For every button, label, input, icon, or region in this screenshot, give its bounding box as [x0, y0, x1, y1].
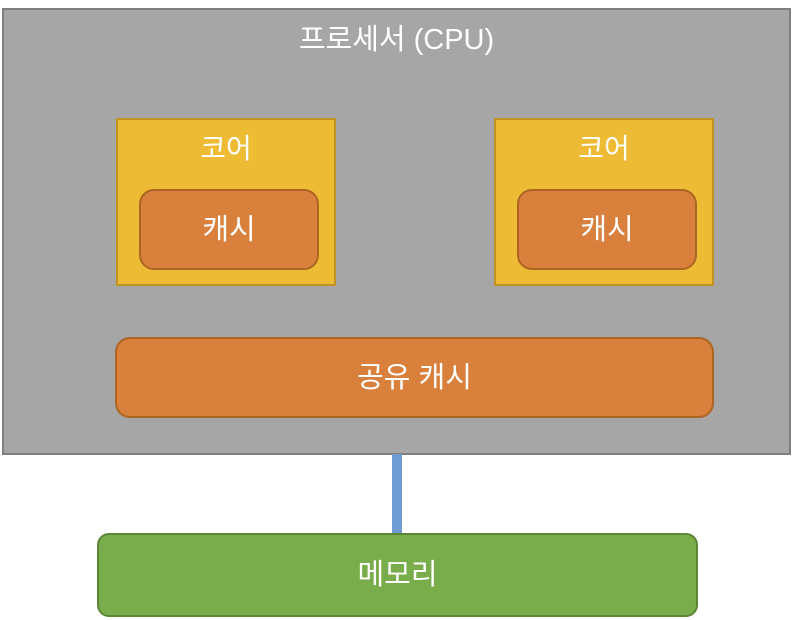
cache-label: 캐시: [202, 213, 256, 246]
core-box-1: 코어 캐시: [116, 118, 336, 286]
processor-title: 프로세서 (CPU): [298, 24, 495, 56]
processor-box: 프로세서 (CPU) 코어 캐시 코어 캐시 공유 캐시: [2, 8, 791, 455]
memory-box: 메모리: [97, 533, 698, 617]
core-cache-box-1: 캐시: [139, 189, 319, 270]
cache-label: 캐시: [580, 213, 634, 246]
processor-memory-connector-line: [392, 454, 402, 534]
shared-cache-box: 공유 캐시: [115, 337, 714, 418]
core-box-2: 코어 캐시: [494, 118, 714, 286]
shared-cache-label: 공유 캐시: [357, 361, 472, 394]
memory-label: 메모리: [357, 559, 438, 591]
core-cache-box-2: 캐시: [517, 189, 697, 270]
core-label: 코어: [200, 133, 252, 164]
core-label: 코어: [578, 133, 630, 164]
